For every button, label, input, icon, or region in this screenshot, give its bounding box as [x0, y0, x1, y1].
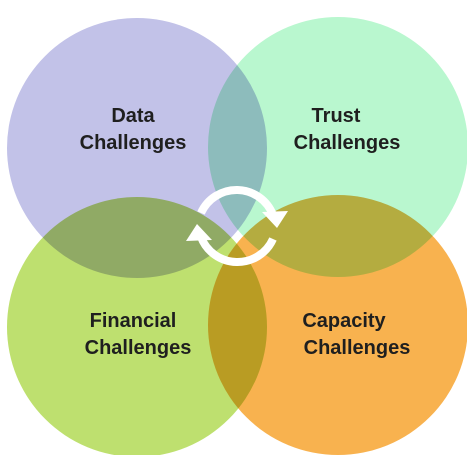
cycle-arc-top — [197, 185, 277, 217]
label-trust: Trust — [312, 105, 361, 127]
cycle-arc-bottom — [197, 235, 277, 267]
label-data: Data — [111, 105, 155, 127]
cycle-arrowhead-bottom — [186, 224, 212, 241]
label-trust-sub: Challenges — [294, 132, 401, 154]
circle-capacity — [208, 195, 467, 455]
cycle-arrows-icon — [186, 185, 288, 267]
label-financial-sub: Challenges — [85, 337, 192, 359]
cycle-arrowhead-top — [262, 211, 288, 228]
label-capacity: Capacity — [302, 310, 386, 332]
circle-financial — [7, 197, 267, 455]
label-data-sub: Challenges — [80, 132, 187, 154]
label-capacity-sub: Challenges — [304, 337, 411, 359]
label-financial: Financial — [90, 310, 177, 332]
